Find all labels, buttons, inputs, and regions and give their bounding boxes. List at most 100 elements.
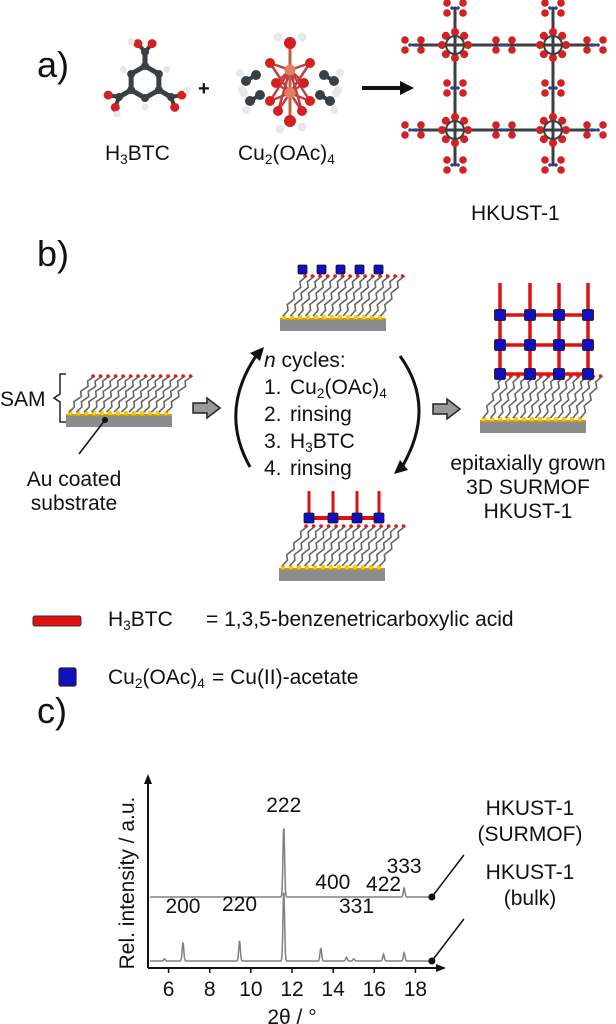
cycles-list: n cycles: 1.Cu2(OAc)4 2.rinsing 3.H3BTC … [264, 347, 387, 482]
framework-oxygen [541, 156, 549, 164]
surmof-sam-chain [512, 375, 536, 419]
framework-oxygen [549, 28, 557, 36]
x-axis-arrow [436, 964, 446, 972]
sam-top-gold-atom [361, 314, 367, 320]
sam-bottom-headgroup [401, 524, 406, 528]
peak-label-220: 220 [222, 893, 257, 916]
sam-headgroup [151, 374, 155, 378]
hydrogen-atom [242, 106, 250, 114]
cu-node [524, 309, 536, 321]
sam-headgroup [113, 374, 118, 378]
framework-oxygen [539, 116, 548, 125]
step-sub: 2 [316, 386, 325, 402]
hydrogen-atom [127, 38, 135, 46]
hydrogen-atom [113, 110, 121, 118]
framework-oxygen [536, 126, 544, 134]
cycle-arrow-right-path [398, 355, 421, 468]
sam-bottom-chain [363, 525, 391, 567]
framework-copper [554, 86, 558, 90]
oxygen-atom [284, 115, 296, 127]
cu-node [582, 309, 594, 321]
framework-oxygen [562, 126, 570, 134]
sam-chain [128, 375, 156, 413]
oxygen-atom [297, 106, 307, 116]
sam-bottom-headgroup [371, 524, 376, 528]
sam-chain [120, 375, 148, 413]
carbon-atom [141, 94, 149, 102]
surmof-sam-gold-atom [561, 416, 567, 422]
framework-oxygen [492, 131, 500, 139]
node-legend-icon [58, 667, 77, 687]
framework-oxygen [441, 135, 450, 144]
legend-name-sub: 4 [197, 676, 205, 692]
hydrogen-atom [119, 66, 127, 73]
cu-node [553, 368, 565, 380]
oxygen-atom [265, 96, 275, 106]
framework-copper [408, 128, 412, 132]
surmof-sam-gold-atom [537, 416, 543, 422]
framework-copper [499, 43, 503, 47]
carbon-atom [245, 96, 255, 106]
cu-node [494, 309, 506, 321]
framework-oxygen [443, 166, 451, 174]
framework-copper [456, 6, 460, 10]
linker-legend-icon [32, 615, 82, 627]
sam-bottom-chain [371, 525, 399, 567]
framework-oxygen [508, 36, 516, 44]
reaction-arrow-head [400, 81, 414, 95]
framework-oxygen [417, 36, 425, 44]
framework-oxygen [441, 50, 450, 59]
oxygen-atom [147, 39, 157, 49]
cycle-steps: 1.Cu2(OAc)4 2.rinsing 3.H3BTC 4.rinsing [264, 374, 387, 482]
sam-top-gold-atom [321, 314, 327, 320]
pointer-line [78, 419, 106, 455]
x-tick-label: 12 [280, 978, 303, 1001]
cu-node [494, 339, 506, 351]
hkust-framework-image [401, 0, 607, 174]
sam-chain [143, 375, 171, 413]
sam-bottom-chain [333, 525, 361, 567]
surmof-sam-gold-atom [529, 416, 535, 422]
cycle-arrow-left-path [234, 352, 260, 468]
cycle-arrow-left-icon [234, 347, 264, 468]
framework-copper [548, 86, 552, 90]
step-number: 4. [264, 457, 282, 480]
sam-bottom-chain [281, 525, 309, 567]
cycles-n: n [264, 349, 276, 372]
framework-oxygen [438, 41, 446, 49]
sam-substrate-diagram [66, 374, 193, 427]
sam-bottom-gold-atom [336, 564, 342, 570]
peak-label-400: 400 [315, 871, 350, 894]
framework-oxygen [459, 156, 467, 164]
cu-node [553, 309, 565, 321]
sam-top-chain [297, 275, 323, 317]
panel-b-label: b) [37, 233, 70, 274]
step-text: BTC [312, 430, 355, 453]
hydrogen-atom [297, 122, 307, 132]
surmof-result-label: epitaxially grown 3D SURMOF HKUST-1 [440, 452, 616, 524]
framework-copper [414, 128, 418, 132]
surmof-sam-chain [527, 375, 551, 419]
hydrogen-atom [297, 32, 307, 42]
sam-headgroup [91, 374, 95, 378]
sam-top-headgroup [370, 274, 375, 278]
sam-top-chain [289, 275, 316, 317]
sam-bottom-gold-atom [352, 564, 358, 570]
framework-oxygen [599, 131, 607, 139]
surmof-sam-chain [504, 375, 529, 419]
sam-chain [150, 375, 178, 413]
carbon-atom [325, 96, 335, 106]
framework-oxygen [562, 41, 570, 49]
framework-oxygen [441, 31, 450, 40]
sam-bottom-headgroup [319, 524, 323, 528]
framework-oxygen [492, 121, 500, 129]
surmof-sam-chain [497, 375, 521, 419]
sam-bottom-chain [288, 525, 316, 567]
framework-oxygen [459, 79, 467, 87]
cu-node [553, 339, 565, 351]
framework-oxygen [417, 131, 425, 139]
legend-name-sub: 2 [134, 676, 143, 692]
cycles-title-rest: cycles: [275, 349, 346, 372]
hydrogen-atom [236, 69, 244, 77]
framework-oxygen [539, 135, 548, 144]
